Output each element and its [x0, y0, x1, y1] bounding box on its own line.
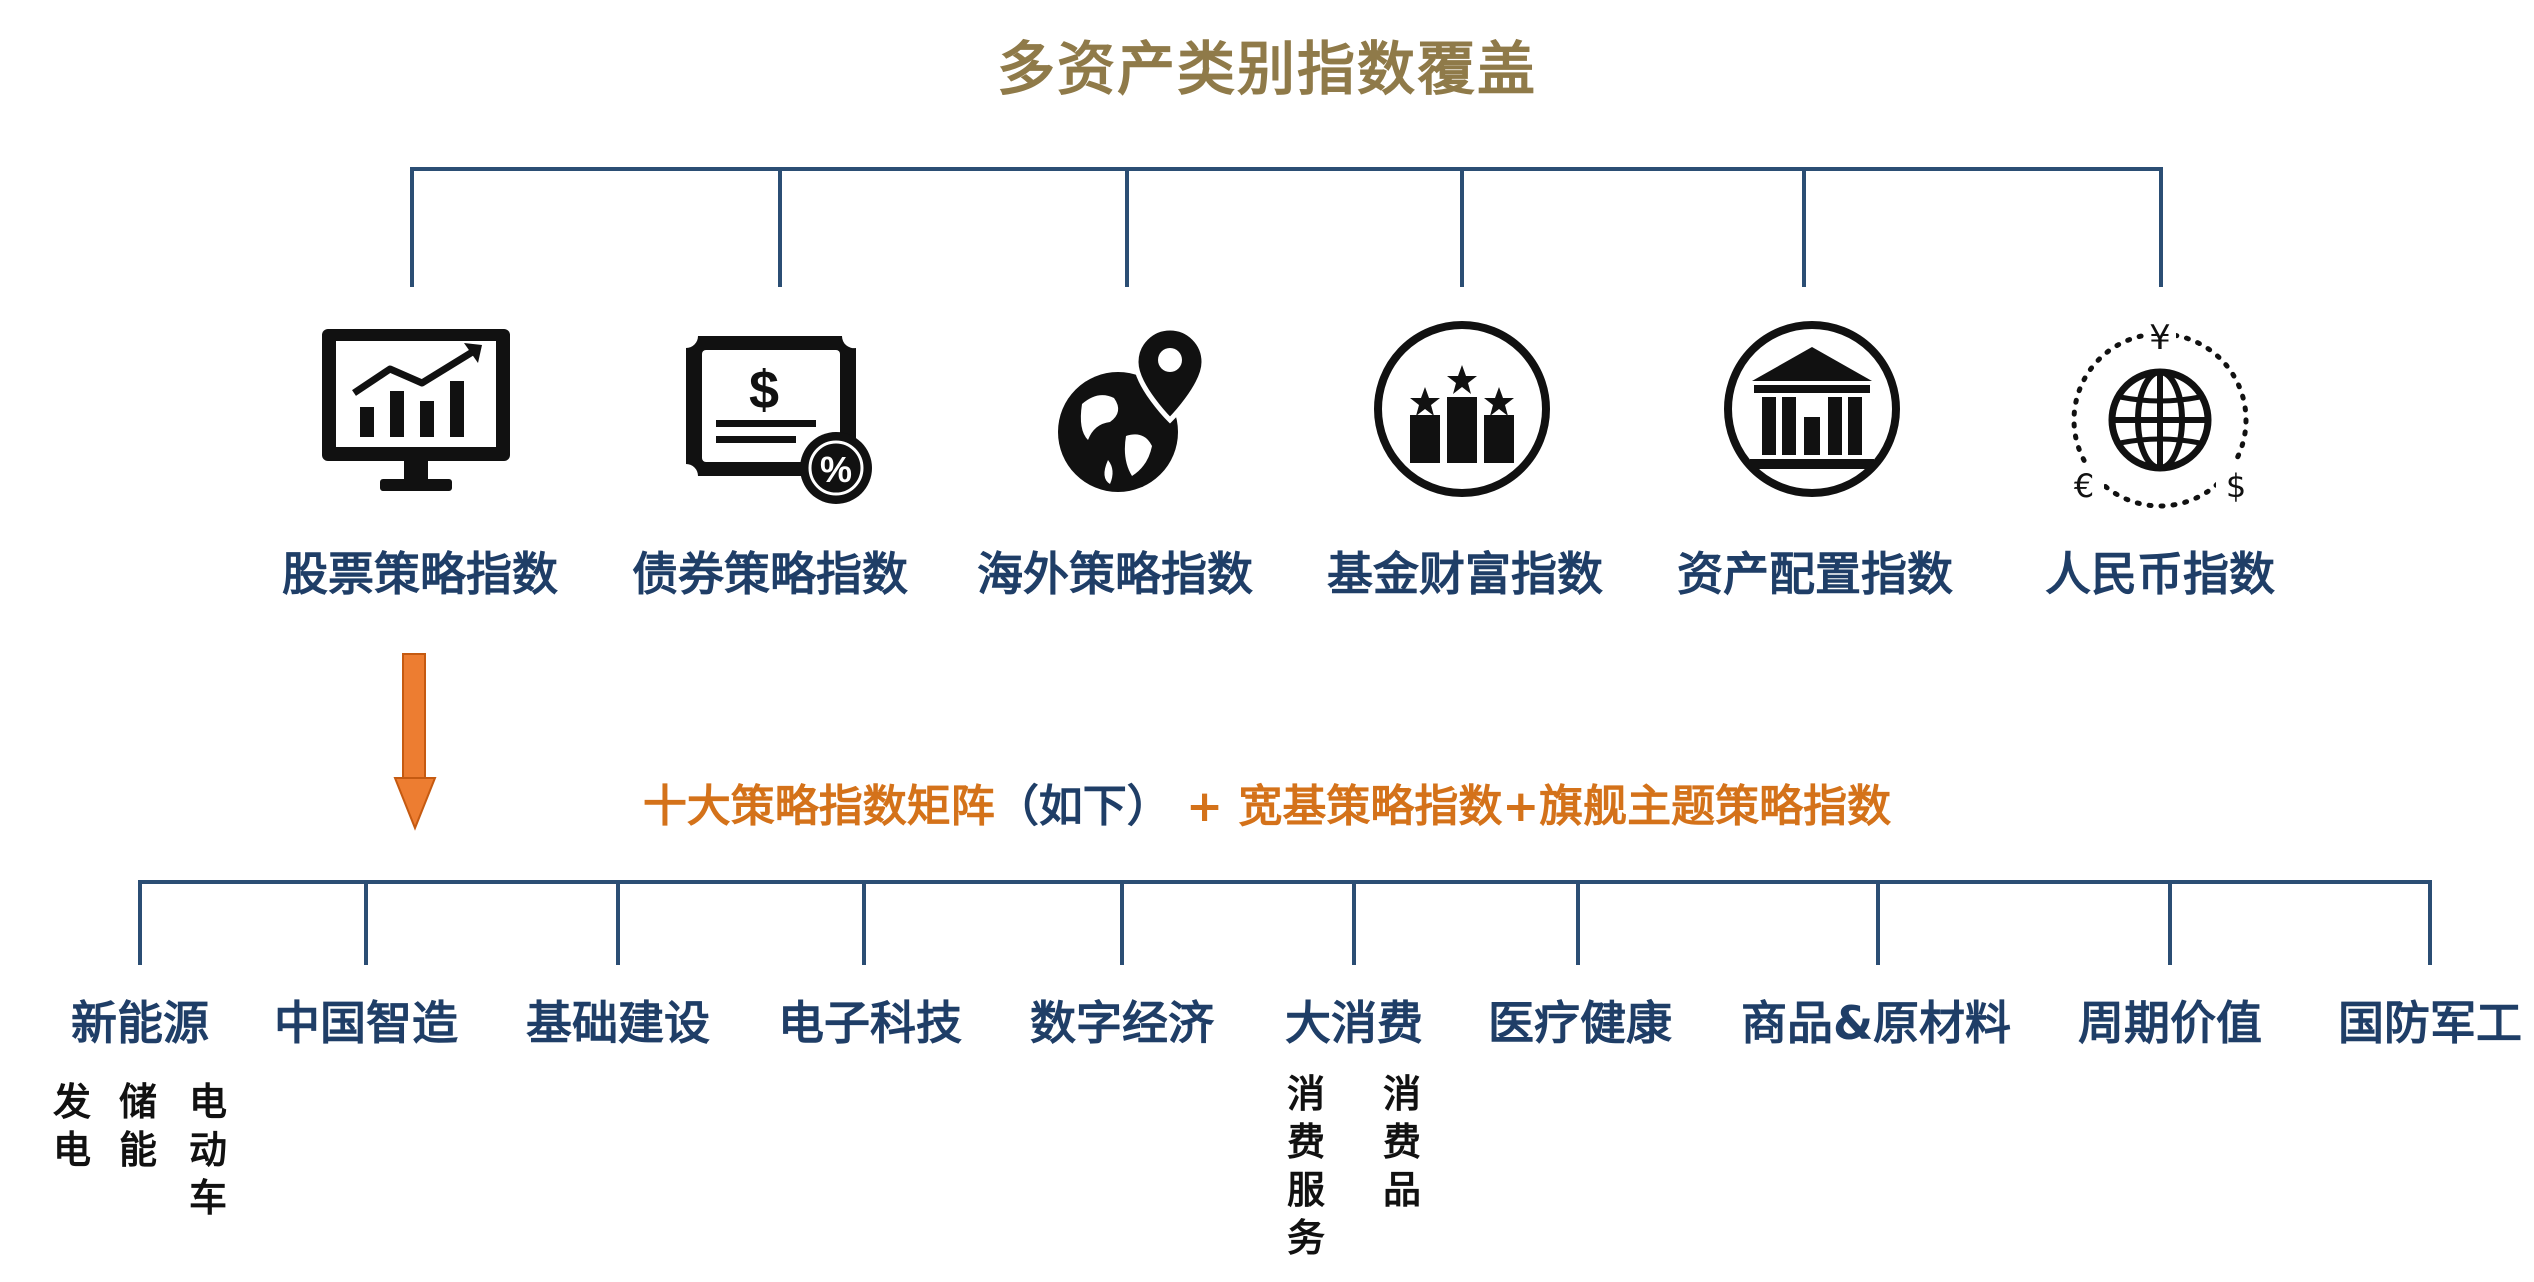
top-tree-drop: [410, 167, 414, 287]
theme-label-infrastructure: 基础建设: [526, 996, 710, 1050]
svg-text:%: %: [820, 449, 852, 490]
bond-certificate-icon: $ %: [686, 336, 872, 504]
theme-label-consumption: 大消费: [1285, 996, 1423, 1050]
top-tree-drop: [2159, 167, 2163, 287]
bank-building-icon: [1724, 321, 1900, 497]
theme-label-cyclical-value: 周期价值: [2078, 996, 2262, 1050]
bottom-tree-drop: [2168, 880, 2172, 965]
top-tree-drop: [1460, 167, 1464, 287]
bottom-tree-drop: [138, 880, 142, 965]
sub-label-electric-vehicle: 电动车: [188, 1080, 227, 1220]
top-tree-drop: [1802, 167, 1806, 287]
bottom-tree-drop: [364, 880, 368, 965]
yen-symbol: ¥: [2149, 318, 2171, 358]
bottom-tree-drop: [1120, 880, 1124, 965]
fund-stars-icon: [1374, 321, 1550, 497]
matrix-part-1: 十大策略指数矩阵: [642, 781, 995, 832]
bottom-tree-drop: [616, 880, 620, 965]
bottom-tree-bar: [138, 880, 2432, 884]
category-label-allocation: 资产配置指数: [1677, 547, 1953, 601]
top-tree-bar: [410, 167, 2163, 171]
svg-text:$: $: [749, 360, 779, 420]
top-tree-drop: [1125, 167, 1129, 287]
dollar-symbol: $: [2226, 467, 2246, 505]
category-label-overseas: 海外策略指数: [977, 547, 1253, 601]
bottom-tree-drop: [1576, 880, 1580, 965]
bottom-tree-drop: [862, 880, 866, 965]
sub-label-consumer-goods: 消费品: [1382, 1072, 1421, 1212]
page-title: 多资产类别指数覆盖: [996, 35, 1537, 103]
matrix-description: 十大策略指数矩阵（如下） + 宽基策略指数+旗舰主题策略指数: [0, 770, 2534, 834]
category-label-bond: 债券策略指数: [632, 547, 908, 601]
stock-monitor-icon: [322, 329, 510, 491]
theme-label-commodities: 商品&原材料: [1740, 996, 2012, 1050]
theme-label-new-energy: 新能源: [71, 996, 209, 1050]
bottom-tree-drop: [2428, 880, 2432, 965]
sub-label-consumer-services: 消费服务: [1286, 1072, 1325, 1260]
category-label-stock: 股票策略指数: [282, 547, 558, 601]
sub-label-energy-storage: 储能: [118, 1080, 157, 1172]
euro-symbol: €: [2074, 467, 2094, 505]
theme-label-defense: 国防军工: [2338, 996, 2522, 1050]
bottom-tree-drop: [1876, 880, 1880, 965]
matrix-part-2: （如下）: [994, 781, 1171, 832]
theme-label-electronics: 电子科技: [778, 996, 962, 1050]
matrix-part-3: + 宽基策略指数+旗舰主题策略指数: [1170, 781, 1892, 832]
currency-globe-icon: ¥ € $: [2064, 313, 2256, 509]
sub-label-power-generation: 发电: [52, 1080, 91, 1172]
theme-label-healthcare: 医疗健康: [1488, 996, 1672, 1050]
category-label-fund: 基金财富指数: [1327, 547, 1603, 601]
top-tree-drop: [778, 167, 782, 287]
theme-label-china-manufacturing: 中国智造: [274, 996, 458, 1050]
category-label-rmb: 人民币指数: [2045, 547, 2275, 601]
globe-location-icon: [1058, 325, 1207, 492]
down-arrow-icon: [393, 653, 437, 831]
bottom-tree-drop: [1352, 880, 1356, 965]
theme-label-digital-economy: 数字经济: [1030, 996, 1214, 1050]
